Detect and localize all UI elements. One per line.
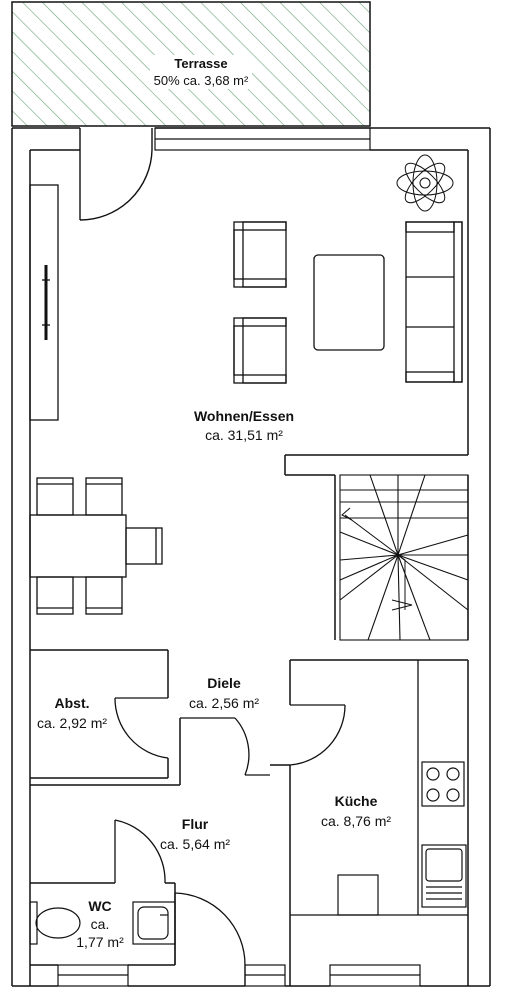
- kitchen-door[interactable]: [289, 704, 346, 766]
- room-label-flur: Flur ca. 5,64 m²: [160, 816, 230, 852]
- room-label-kueche: Küche ca. 8,76 m²: [321, 793, 391, 829]
- terrace-area-label: 50% ca. 3,68 m²: [154, 73, 249, 88]
- diele-area: ca. 2,56 m²: [189, 695, 259, 711]
- entrance-door[interactable]: [174, 892, 246, 986]
- dining-table: [29, 514, 127, 578]
- terrace-name: Terrasse: [174, 56, 227, 71]
- staircase: [339, 474, 469, 641]
- stove-icon: [421, 761, 465, 807]
- bottom-windows: [57, 964, 421, 987]
- wc-door[interactable]: [114, 819, 166, 884]
- wohnen-name: Wohnen/Essen: [194, 408, 294, 424]
- sofa: [405, 221, 463, 383]
- terrace-area: Terrasse 50% ca. 3,68 m²: [11, 1, 371, 127]
- sink-icon: [421, 844, 467, 908]
- armchair-bottom: [233, 317, 287, 384]
- washbasin-icon: [132, 901, 176, 945]
- terrace-window: [154, 127, 371, 151]
- abst-door[interactable]: [114, 697, 169, 759]
- coffee-table: [313, 254, 385, 351]
- room-label-diele: Diele ca. 2,56 m²: [189, 675, 259, 711]
- kueche-name: Küche: [335, 793, 378, 809]
- abst-name: Abst.: [55, 695, 90, 711]
- room-label-wohnen: Wohnen/Essen ca. 31,51 m²: [194, 408, 294, 443]
- wohnen-area: ca. 31,51 m²: [205, 427, 283, 443]
- diele-door[interactable]: [180, 717, 270, 776]
- room-label-abst: Abst. ca. 2,92 m²: [37, 695, 107, 731]
- toilet-icon: [29, 901, 81, 945]
- kitchen-counter: [290, 660, 468, 916]
- room-label-wc: WC ca. 1,77 m²: [76, 898, 124, 950]
- armchair-top: [233, 221, 287, 288]
- diele-name: Diele: [207, 675, 241, 691]
- plant-icon: [396, 154, 454, 212]
- wc-area-line1: ca.: [91, 916, 110, 932]
- dining-chairs: [36, 477, 163, 615]
- wc-area-line2: 1,77 m²: [76, 934, 124, 950]
- terrace-door[interactable]: [79, 128, 153, 221]
- kueche-area: ca. 8,76 m²: [321, 813, 391, 829]
- interior-walls: [30, 454, 468, 986]
- fridge-icon: [337, 874, 379, 916]
- abst-area: ca. 2,92 m²: [37, 715, 107, 731]
- flur-area: ca. 5,64 m²: [160, 836, 230, 852]
- flur-name: Flur: [182, 816, 209, 832]
- wall-cabinet: [29, 184, 59, 421]
- wc-name: WC: [88, 898, 111, 914]
